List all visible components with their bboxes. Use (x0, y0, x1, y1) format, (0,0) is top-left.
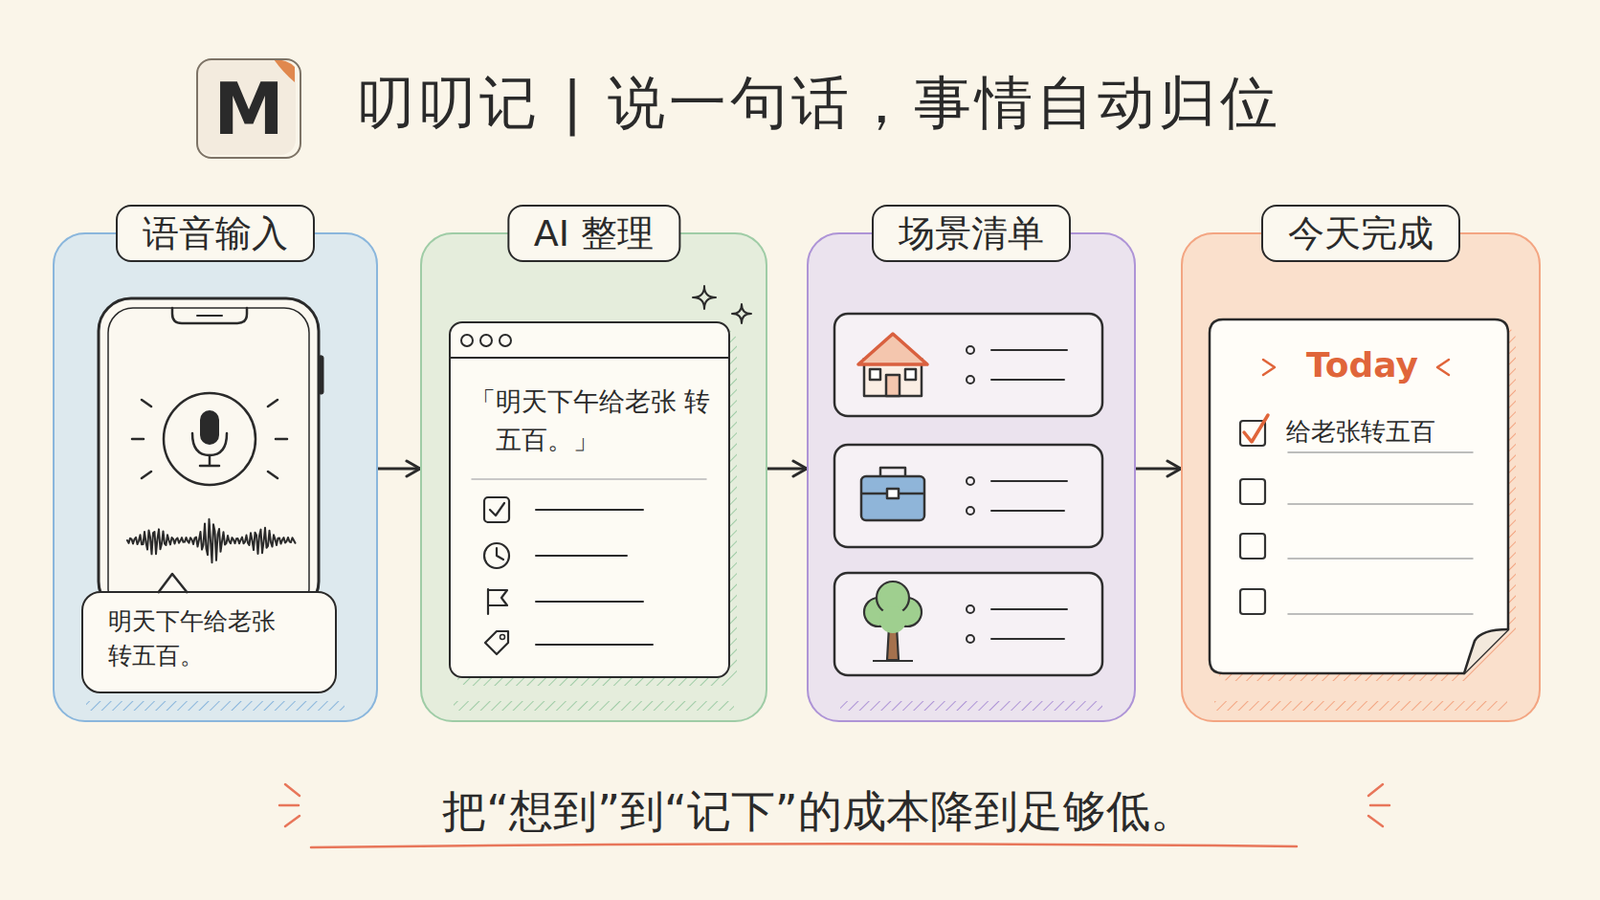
speech-bubble-fill (81, 591, 337, 694)
scene-cards (834, 573, 1103, 676)
panel-tab: 场景清单 (871, 204, 1071, 263)
ai-window-illustration (692, 286, 716, 310)
phone-illustration (192, 433, 227, 456)
today-note-illustration (1240, 479, 1266, 505)
ai-window-illustration (450, 356, 729, 359)
briefcase-icon (887, 488, 899, 499)
window-text: 「明天下午给老张 转五百。」 (469, 382, 718, 460)
today-note-illustration (1240, 421, 1266, 615)
ai-window-illustration (480, 334, 492, 347)
flow-arrow (767, 467, 807, 471)
scene-cards (966, 346, 1067, 644)
scene-cards (966, 376, 975, 384)
ai-window-illustration (484, 543, 510, 569)
scene-cards (966, 477, 975, 486)
house-icon (858, 333, 928, 397)
panel-tab: 语音输入 (115, 204, 315, 263)
briefcase-icon (861, 476, 925, 521)
today-note-illustration (1288, 452, 1473, 615)
phone-illustration (197, 314, 223, 317)
panel-fills (453, 701, 734, 712)
panel-fills (806, 232, 1136, 723)
ai-window-illustration (499, 334, 512, 347)
ai-window-illustration (471, 478, 707, 481)
flow-arrow (377, 467, 421, 471)
task-text: 给老张转五百 (1286, 416, 1436, 447)
today-note-illustration (1240, 589, 1266, 615)
today-heading: Today (1209, 344, 1516, 387)
panel-fills (52, 232, 378, 723)
phone-illustration (98, 298, 324, 615)
phone-illustration (200, 411, 219, 445)
panel-fills (1214, 701, 1508, 712)
phone-illustration (127, 519, 296, 563)
ai-window-illustration (461, 334, 473, 347)
scene-cards (834, 313, 1103, 676)
house-icon (869, 369, 881, 380)
ai-window-illustration (500, 635, 506, 641)
ai-window-illustration (496, 548, 504, 560)
phone-illustration (172, 308, 247, 324)
scene-cards (991, 350, 1067, 640)
panel-fills (840, 701, 1103, 712)
phone-illustration (108, 308, 310, 615)
ai-window-illustration (484, 497, 510, 523)
phone-illustration (98, 298, 319, 615)
speech-bubble-fill (81, 574, 337, 694)
panel-tab: 今天完成 (1261, 204, 1461, 263)
scene-cards (834, 313, 1103, 417)
caption: 把“想到”到“记下”的成本降到足够低。 (315, 782, 1321, 841)
phone-illustration (318, 355, 324, 395)
panel-fills (420, 232, 768, 723)
panel-tab: AI 整理 (507, 204, 681, 263)
panel-fills (52, 232, 1541, 723)
ai-window-illustration (485, 631, 509, 655)
phone-illustration (163, 393, 256, 486)
ai-window-illustration (448, 321, 731, 679)
ai-window-illustration (732, 304, 752, 324)
caption-underline (311, 844, 1297, 848)
tree-icon (872, 660, 913, 663)
briefcase-icon (861, 467, 925, 521)
ai-window-illustration (448, 286, 752, 687)
logo-letter: M (198, 60, 300, 157)
panel-fills (86, 701, 345, 712)
stage-panel: AI 整理「明天下午给老张 转五百。」 (420, 232, 768, 723)
house-icon (858, 333, 928, 365)
today-note-illustration (1240, 533, 1266, 559)
house-icon (886, 375, 900, 397)
caption-underline (1368, 784, 1390, 827)
scene-cards (966, 635, 975, 644)
scene-cards (966, 346, 975, 355)
caption-underline (279, 784, 300, 827)
panel-fills (1180, 232, 1541, 723)
house-icon (905, 369, 916, 380)
today-note-illustration (1244, 415, 1268, 443)
ai-window-illustration (535, 510, 653, 645)
bubble-text: 明天下午给老张 转五百。 (108, 604, 305, 674)
logo-box: M (196, 58, 302, 159)
stage-panel: 语音输入明天下午给老张 转五百。 (52, 232, 378, 723)
app-window: 「明天下午给老张 转五百。」 (448, 321, 731, 679)
scene-cards (834, 444, 1103, 548)
today-note-illustration (1209, 319, 1516, 682)
title: 叨叨记 | 说一句话，事情自动归位 (356, 68, 1282, 136)
today-note-illustration (1464, 629, 1509, 674)
ai-window-illustration (489, 503, 505, 516)
tree-icon (879, 606, 907, 634)
flow-arrow (1135, 467, 1181, 471)
ai-window-illustration (488, 589, 508, 615)
scene-cards (966, 605, 975, 614)
stage-panel: 场景清单 (806, 232, 1136, 723)
scene-cards (966, 507, 975, 515)
today-note: Today 给老张转五百 (1209, 319, 1516, 674)
phone-illustration (200, 455, 220, 467)
speech-bubble: 明天下午给老张 转五百。 (81, 591, 337, 694)
phone-illustration (132, 400, 288, 479)
tree-icon (864, 581, 922, 662)
stage-panel: 今天完成Today给老张转五百 (1180, 232, 1541, 723)
